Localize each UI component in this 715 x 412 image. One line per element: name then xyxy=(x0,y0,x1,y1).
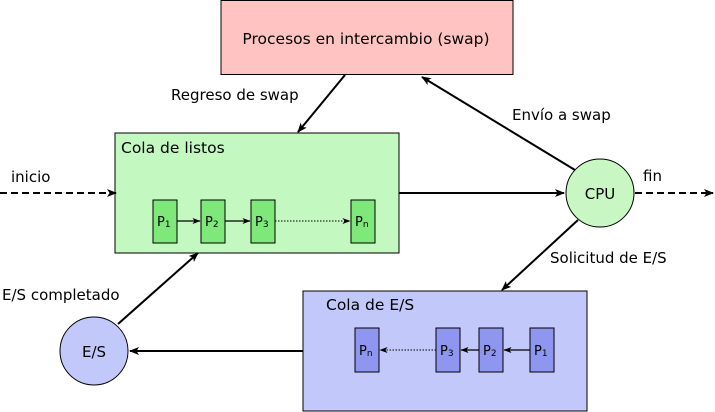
start-label: inicio xyxy=(11,168,50,186)
ready-process-3: P3 xyxy=(250,199,276,244)
cpu-node xyxy=(565,158,635,228)
swap-box-label: Procesos en intercambio (swap) xyxy=(242,30,489,48)
io-node xyxy=(59,316,129,386)
svg-text:P1: P1 xyxy=(534,344,548,359)
swap-return-label: Regreso de swap xyxy=(171,86,299,104)
cpu-node-label: CPU xyxy=(585,185,616,203)
io-process-n: Pn xyxy=(354,327,380,373)
io-request-arrow xyxy=(501,219,579,291)
io-node-label: E/S xyxy=(82,343,106,361)
svg-text:P2: P2 xyxy=(483,344,497,359)
ready-process-1: P1 xyxy=(152,199,178,244)
swap-return-arrow xyxy=(297,74,346,133)
svg-text:P3: P3 xyxy=(440,344,454,359)
svg-text:Pn: Pn xyxy=(355,215,369,230)
io-done-arrow xyxy=(117,252,199,325)
end-label: fin xyxy=(643,167,662,185)
swap-box xyxy=(220,0,514,75)
svg-text:P1: P1 xyxy=(157,215,171,230)
io-request-label: Solicitud de E/S xyxy=(550,249,667,267)
swap-send-label: Envío a swap xyxy=(512,106,611,124)
io-process-1: P1 xyxy=(529,327,555,373)
ready-process-n: Pn xyxy=(350,199,376,244)
svg-text:Pn: Pn xyxy=(359,344,373,359)
svg-text:P3: P3 xyxy=(255,215,269,230)
ready-queue-title: Cola de listos xyxy=(121,139,225,157)
io-queue-title: Cola de E/S xyxy=(326,296,414,314)
io-done-label: E/S completado xyxy=(2,286,120,304)
io-process-3: P3 xyxy=(435,327,461,373)
ready-process-2: P2 xyxy=(200,199,226,244)
swap-send-arrow xyxy=(421,76,576,171)
svg-text:P2: P2 xyxy=(205,215,219,230)
io-process-2: P2 xyxy=(478,327,504,373)
